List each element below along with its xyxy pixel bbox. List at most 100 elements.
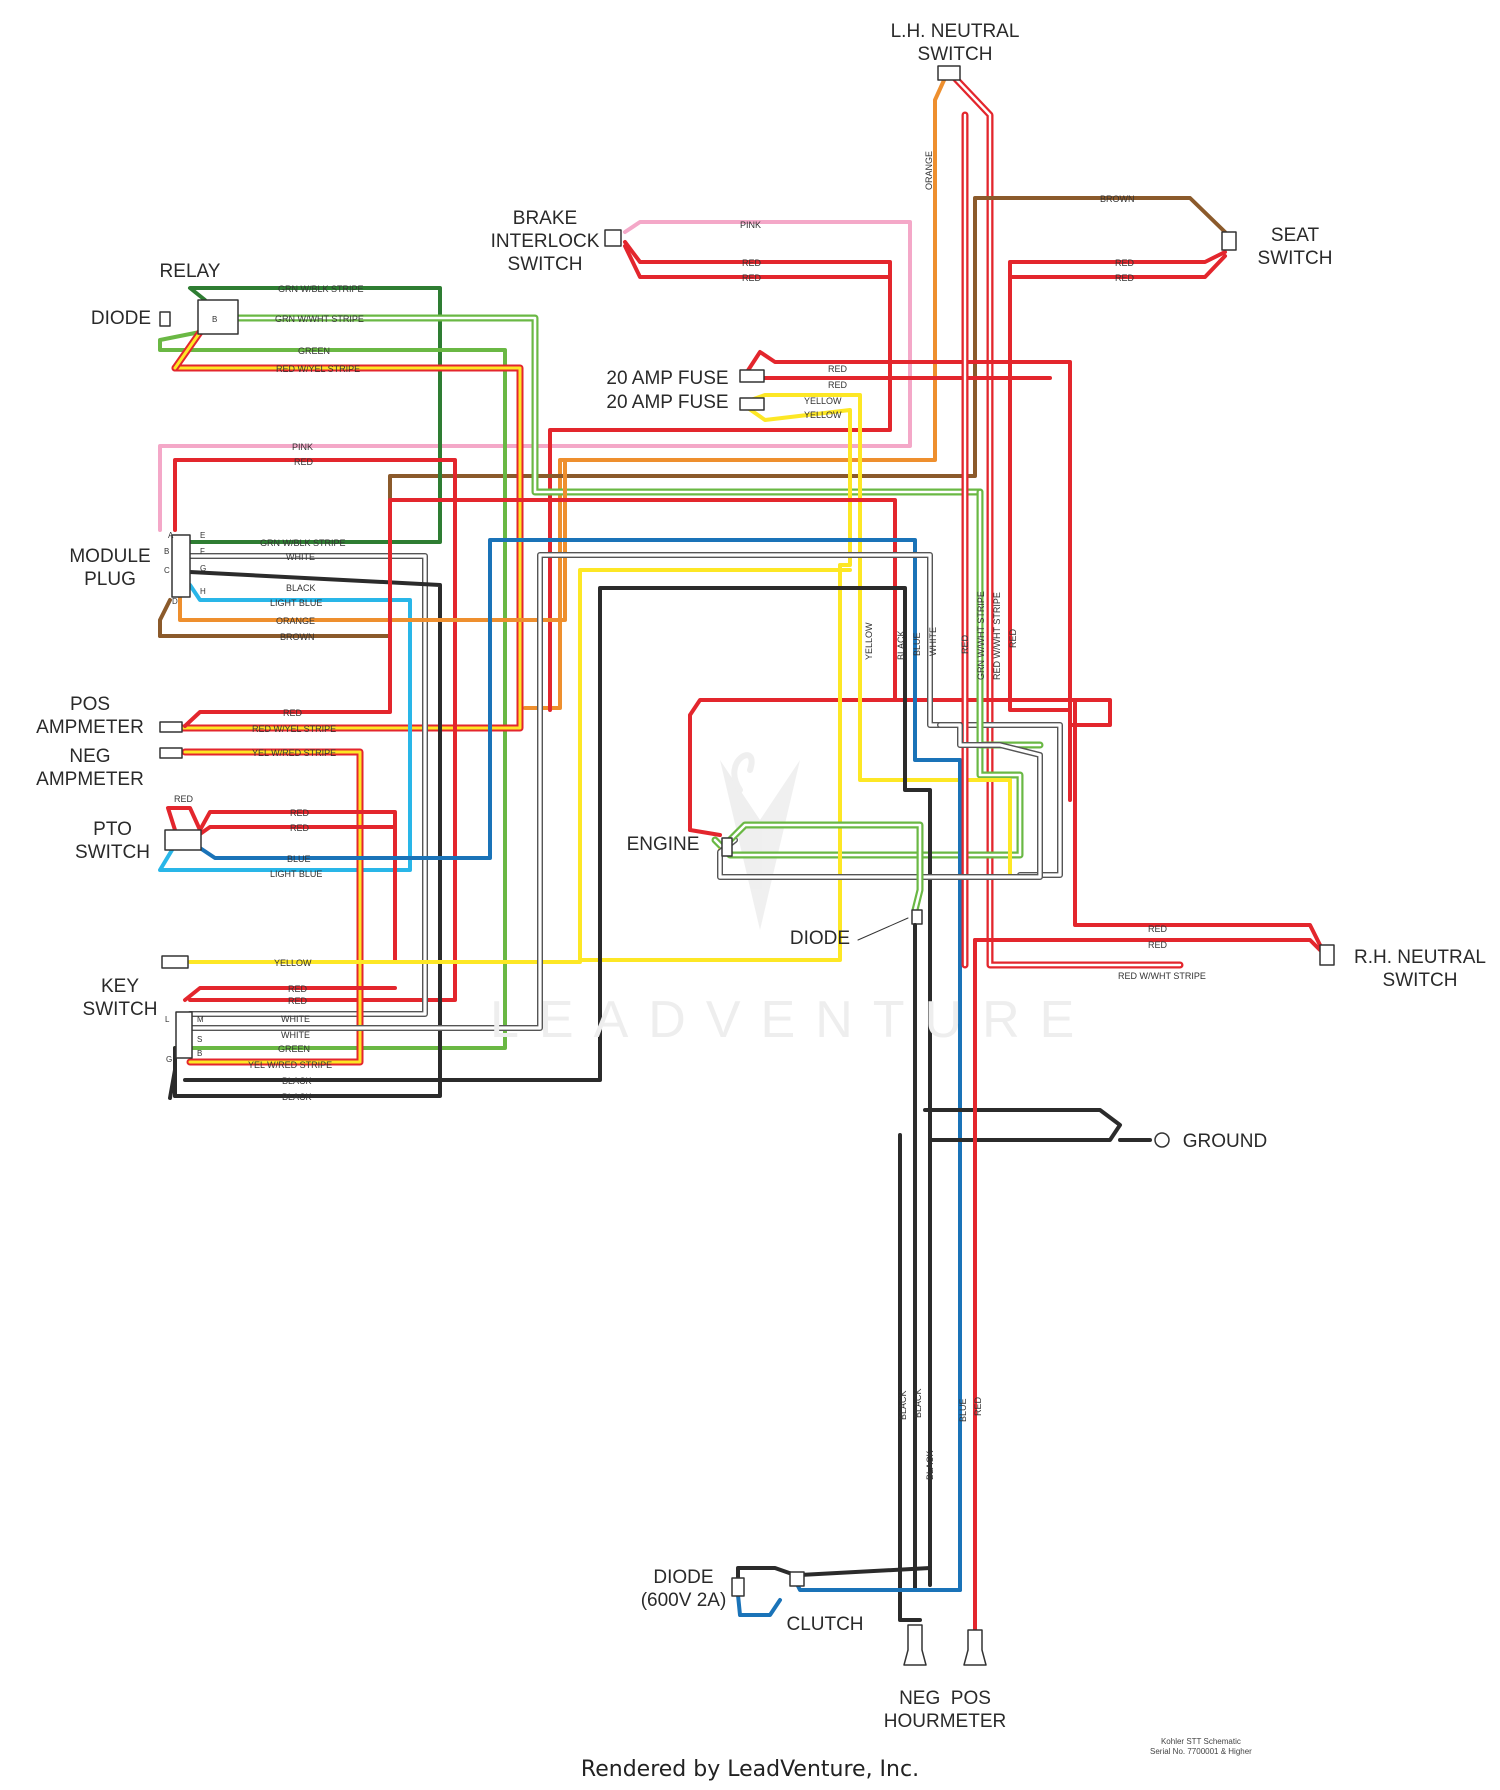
pin-letter: B xyxy=(212,315,217,324)
ampmeter-wires xyxy=(159,498,897,1066)
wire-label: ORANGE xyxy=(924,151,934,190)
wire-label: RED xyxy=(742,258,762,268)
hourmeter-label: NEG POS HOURMETER xyxy=(883,1688,1007,1732)
fuse-1 xyxy=(739,369,765,383)
wire-label: LIGHT BLUE xyxy=(270,869,322,879)
wire-label: RED xyxy=(288,984,308,994)
wire-label: RED xyxy=(290,808,310,818)
module-plug-wires xyxy=(158,458,567,1098)
wire-label: RED W/YEL STRIPE xyxy=(276,364,360,374)
ground-terminal xyxy=(1154,1132,1170,1148)
pin-letter: F xyxy=(200,547,205,556)
key-switch-label: KEY SWITCH xyxy=(82,976,158,1020)
wire-label: RED xyxy=(960,634,970,654)
wire-label: GREEN xyxy=(278,1044,310,1054)
brake-interlock-connector xyxy=(604,229,622,247)
pin-letter: C xyxy=(164,566,170,575)
hourmeter-pos-terminal xyxy=(963,1629,987,1666)
clutch-diode-label: DIODE (600V 2A) xyxy=(640,1567,727,1611)
wire-label: PINK xyxy=(292,442,313,452)
wire-label: BLUE xyxy=(958,1398,968,1422)
pto-switch-label: PTO SWITCH xyxy=(75,819,150,863)
wire-label: BLACK xyxy=(925,1450,935,1480)
key-switch-wires xyxy=(161,552,1122,1142)
fuse-2-label: 20 AMP FUSE xyxy=(606,392,729,413)
lh-neutral-switch-label: L.H. NEUTRAL SWITCH xyxy=(890,21,1020,65)
wire-label: RED xyxy=(742,273,762,283)
wire-label: RED xyxy=(288,996,308,1006)
brake-interlock-switch-label: BRAKE INTERLOCK SWITCH xyxy=(490,208,600,275)
clutch-diode xyxy=(731,1577,745,1597)
rh-neutral-connector xyxy=(1319,944,1335,966)
relay-diode-label: DIODE xyxy=(90,308,152,329)
key-switch-accessory-connector xyxy=(161,955,189,969)
wire-label: YEL W/RED STRIPE xyxy=(252,748,336,758)
wire-label: RED xyxy=(1115,258,1135,268)
ground-hourmeter-clutch-wires xyxy=(731,923,1170,1666)
watermark-logo xyxy=(720,752,800,930)
fuse-wires xyxy=(578,350,1112,962)
wire-label: BLACK xyxy=(913,1388,923,1418)
wire-label: RED W/WHT STRIPE xyxy=(1118,971,1206,981)
fuse-1-label: 20 AMP FUSE xyxy=(606,368,729,389)
wire-label: YELLOW xyxy=(274,958,312,968)
pos-ampmeter-connector xyxy=(159,721,183,733)
fuse-2 xyxy=(739,397,765,411)
wire-label: RED W/WHT STRIPE xyxy=(992,592,1002,680)
wire-label: RED xyxy=(828,380,848,390)
wire-label: RED xyxy=(294,457,314,467)
engine-wires xyxy=(688,722,1043,941)
wire-label: GREEN xyxy=(298,346,330,356)
relay-body xyxy=(197,299,239,335)
wire-label: RED xyxy=(1008,628,1018,648)
pin-letter: L xyxy=(165,1015,170,1024)
wire-label: LIGHT BLUE xyxy=(270,598,322,608)
schematic-footnote: Kohler STT Schematic Serial No. 7700001 … xyxy=(1150,1737,1252,1756)
ground-label: GROUND xyxy=(1182,1131,1268,1152)
wire-label: GRN W/WHT STRIPE xyxy=(976,591,986,680)
watermark-text: LEADVENTURE xyxy=(490,991,1095,1049)
wire-label: BLACK xyxy=(286,583,316,593)
pin-letter: D xyxy=(172,597,178,606)
wire-labels: ORANGE PINK RED RED BROWN RED RED GRN W/… xyxy=(174,151,1206,1480)
wire-label: RED xyxy=(283,708,303,718)
seat-switch-connector xyxy=(1221,231,1237,251)
wire-label: BLUE xyxy=(287,854,311,864)
pos-ampmeter-label: POS AMPMETER xyxy=(36,694,144,738)
wire-label: YEL W/RED STRIPE xyxy=(248,1060,332,1070)
wire-label: RED xyxy=(828,364,848,374)
wire-label: GRN W/WHT STRIPE xyxy=(275,314,364,324)
relay-label: RELAY xyxy=(159,261,221,282)
engine-diode xyxy=(911,909,923,925)
hourmeter-neg-terminal xyxy=(903,1624,927,1666)
rendered-by-footer: Rendered by LeadVenture, Inc. xyxy=(580,1757,920,1782)
wire-label: BROWN xyxy=(1100,194,1135,204)
wire-label: BLUE xyxy=(912,632,922,656)
clutch-connector xyxy=(789,1571,805,1587)
wire-label: YELLOW xyxy=(864,622,874,660)
key-switch-connector xyxy=(175,1011,193,1059)
wire-label: GRN W/BLK STRIPE xyxy=(260,538,346,548)
wire-label: YELLOW xyxy=(804,410,842,420)
wire-label: WHITE xyxy=(281,1014,310,1024)
pin-letter: M xyxy=(197,1015,204,1024)
wire-label: RED xyxy=(1148,924,1168,934)
wire-label: ORANGE xyxy=(276,616,315,626)
wire-label: WHITE xyxy=(281,1030,310,1040)
seat-switch-label: SEAT SWITCH xyxy=(1257,225,1333,269)
pto-switch-wires xyxy=(164,538,962,1592)
pin-letter: G xyxy=(200,564,206,573)
wire-label: BLACK xyxy=(898,1390,908,1420)
rh-neutral-switch-label: R.H. NEUTRAL SWITCH xyxy=(1354,947,1486,991)
wire-label: WHITE xyxy=(928,627,938,656)
pin-letter: G xyxy=(166,1055,172,1064)
module-plug-label: MODULE PLUG xyxy=(69,546,151,590)
wire-label: WHITE xyxy=(286,552,315,562)
engine-connector xyxy=(721,837,733,857)
lh-neutral-wires xyxy=(523,65,1184,969)
pin-letter: B xyxy=(197,1049,202,1058)
pin-letters: A B C D E F G H L M G S B B xyxy=(164,315,217,1064)
wire-label: YELLOW xyxy=(804,396,842,406)
engine-diode-label: DIODE xyxy=(789,928,851,949)
